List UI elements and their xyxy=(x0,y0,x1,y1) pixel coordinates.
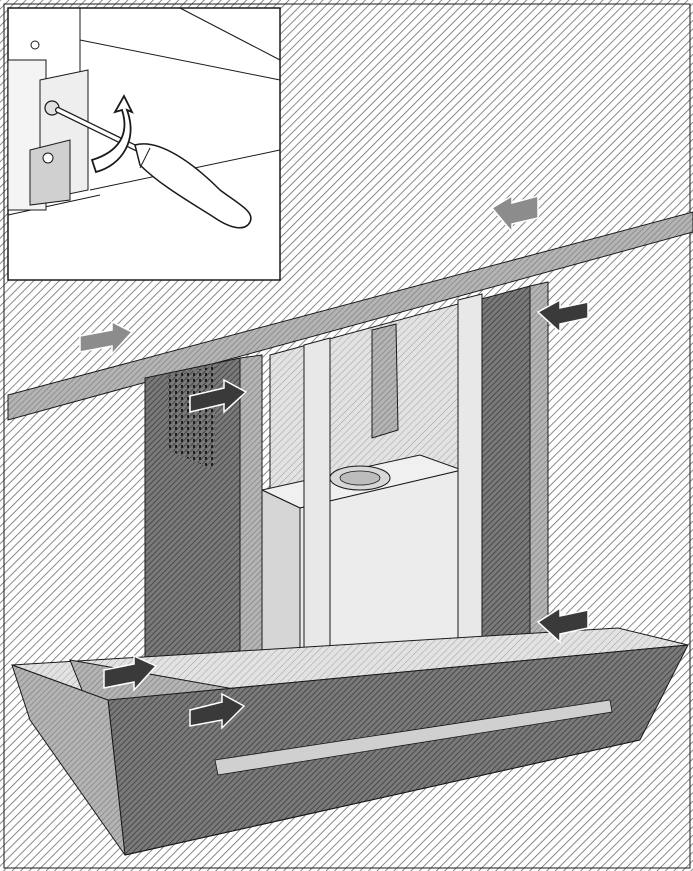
push-arrow-icon xyxy=(189,378,248,414)
rotate-arrow-icon xyxy=(90,94,134,174)
figure-border xyxy=(3,3,691,869)
detail-inset xyxy=(7,7,281,281)
push-arrow-icon xyxy=(490,194,539,235)
push-arrow-icon xyxy=(79,320,134,356)
duct-flap xyxy=(371,323,399,439)
inset-cabinet-line-3 xyxy=(179,7,281,61)
push-arrow-group xyxy=(79,194,589,730)
inset-screw-upper xyxy=(30,40,40,50)
right-mounting-rail xyxy=(457,293,483,663)
push-arrow-icon xyxy=(536,298,589,334)
ventilation-grille xyxy=(168,366,215,470)
inset-screw-lower xyxy=(42,152,54,164)
exhaust-outlet-inner xyxy=(339,470,381,486)
cabinet-bottom-edge xyxy=(7,211,693,421)
right-cover-panel xyxy=(477,285,531,656)
inset-hanger-plate xyxy=(29,139,71,206)
canopy-seam xyxy=(124,739,641,856)
push-arrow-icon xyxy=(189,692,246,730)
right-cover-panel-edge xyxy=(529,281,549,646)
push-arrow-icon xyxy=(103,654,158,692)
push-arrow-icon xyxy=(536,606,589,644)
control-strip xyxy=(214,699,613,776)
inset-cabinet-line-2 xyxy=(79,39,281,81)
inset-cabinet-line-5 xyxy=(7,194,101,216)
